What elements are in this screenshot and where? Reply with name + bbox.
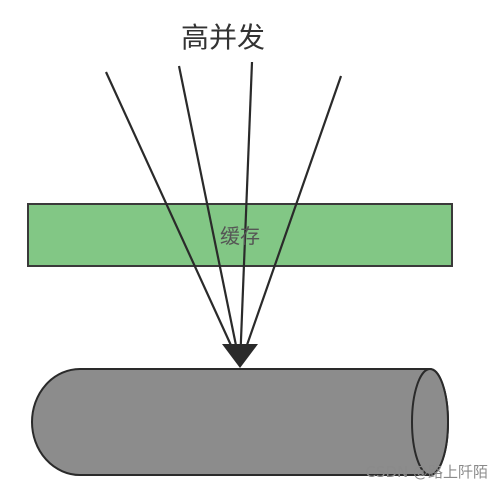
cache-box — [27, 203, 453, 267]
database-body — [31, 368, 449, 476]
request-line-2 — [177, 65, 242, 366]
database-cylinder — [31, 368, 449, 476]
database-end-cap — [411, 368, 449, 476]
diagram-title: 高并发 — [181, 21, 265, 54]
cache-label: 缓存 — [220, 224, 260, 248]
cache-layer — [27, 203, 453, 267]
request-arrows — [104, 61, 343, 368]
request-line-1 — [104, 71, 242, 366]
request-line-4 — [238, 75, 343, 366]
watermark-text: CSDN @路上阡陌 — [365, 463, 488, 481]
arrowhead — [222, 344, 258, 368]
request-line-3 — [238, 61, 254, 366]
